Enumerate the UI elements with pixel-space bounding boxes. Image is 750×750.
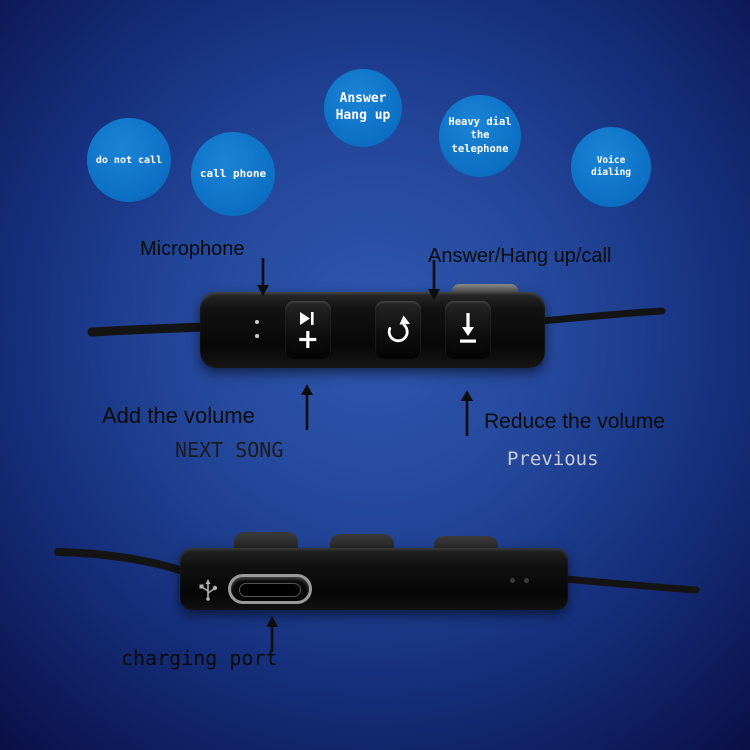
bubble-do-not-call: do not call <box>87 118 171 202</box>
next-song-label: NEXT SONG <box>175 438 284 462</box>
microphone-hole <box>255 334 259 338</box>
case-detail-dot <box>524 578 529 583</box>
remote-bottom-view <box>180 548 568 610</box>
bubble-heavy-dial: Heavy dial the telephone <box>439 95 521 177</box>
usb-icon <box>199 579 218 601</box>
bubble-answer-hang-up: Answer Hang up <box>324 69 402 147</box>
volume-up-next-button <box>285 301 331 359</box>
answer-hang-up-call-label: Answer/Hang up/call <box>428 245 612 267</box>
down-arrow-bar-icon <box>460 313 476 343</box>
add-the-volume-label: Add the volume <box>102 403 255 428</box>
previous-label: Previous <box>507 448 599 470</box>
circular-arrow-redial-icon <box>387 315 410 343</box>
charging-port-label: charging port <box>121 646 278 670</box>
remote-front-view <box>200 292 545 368</box>
bubble-voice-dialing: Voice dialing <box>571 127 651 207</box>
microphone-label: Microphone <box>140 238 245 260</box>
answer-hang-up-button <box>375 301 421 359</box>
reduce-the-volume-label: Reduce the volume <box>484 410 665 433</box>
microphone-hole <box>255 320 259 324</box>
charging-port-slot <box>239 583 301 597</box>
charging-port-socket <box>228 574 312 604</box>
next-track-plus-icon <box>299 312 317 348</box>
bubble-call-phone: call phone <box>191 132 275 216</box>
volume-down-previous-button <box>445 301 491 359</box>
case-detail-dot <box>510 578 515 583</box>
